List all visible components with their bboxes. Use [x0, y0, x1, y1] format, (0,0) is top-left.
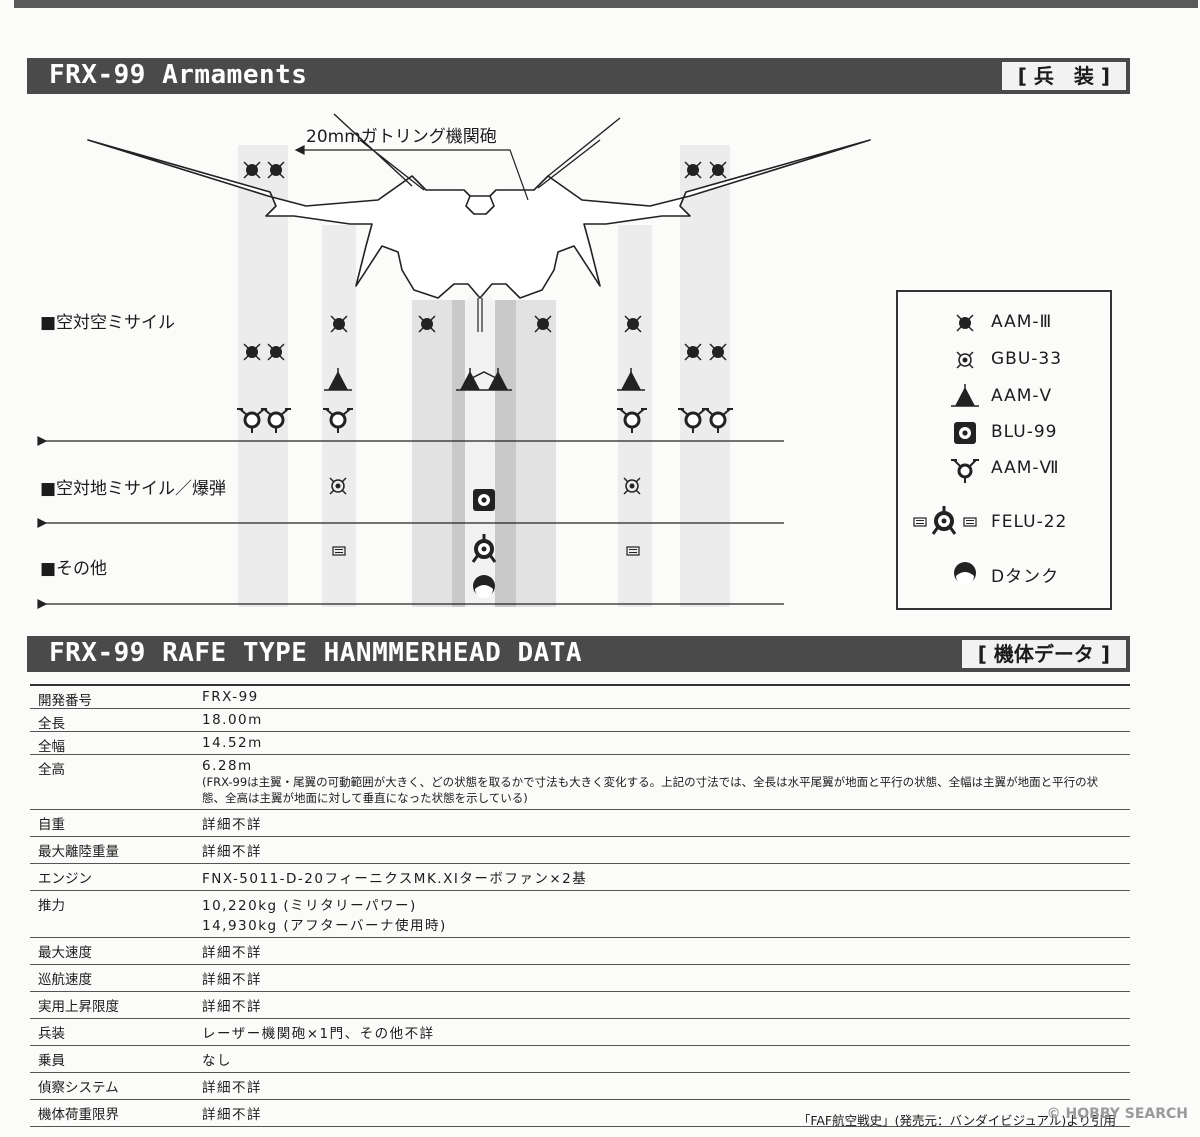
table-row: 最大離陸重量 詳細不詳 — [30, 837, 1130, 864]
table-row: 巡航速度 詳細不詳 — [30, 965, 1130, 992]
table-row: 開発番号 FRX-99 — [30, 686, 1130, 709]
hardpoint-columns — [238, 145, 730, 607]
row-value: レーザー機関砲×1門、その他不詳 — [202, 1026, 435, 1042]
category-air-to-ground: ■空対地ミサイル／爆弾 — [40, 479, 227, 499]
watermark: © HOBBY SEARCH — [1046, 1106, 1188, 1122]
table-row: 推力 10,220kg (ミリタリーパワー) 14,930kg (アフターバーナ使用… — [30, 891, 1130, 938]
top-rule — [14, 0, 1198, 8]
legend-label: BLU-99 — [991, 422, 1058, 442]
row-label: エンジン — [38, 871, 92, 887]
row-value: 18.00m — [202, 712, 263, 728]
row-label: 全長 — [38, 716, 65, 732]
row-label: 開発番号 — [38, 693, 92, 709]
row-label: 全高 — [38, 762, 65, 778]
armaments-header: FRX-99 Armaments [ 兵 装 ] — [27, 58, 1130, 94]
row-note: (FRX-99は主翼・尾翼の可動範囲が大きく、どの状態を取るかで寸法も大きく変化… — [202, 775, 1099, 805]
row-label: 兵装 — [38, 1026, 65, 1042]
row-value: 詳細不詳 — [202, 972, 262, 988]
row-label: 偵察システム — [38, 1080, 119, 1096]
row-value: FRX-99 — [202, 689, 259, 705]
legend-label: GBU-33 — [991, 349, 1063, 369]
legend-item: AAM-Ⅲ — [898, 308, 1110, 338]
gun-leader-line — [294, 145, 529, 201]
category-other: ■その他 — [40, 559, 108, 579]
aam5-icon — [951, 384, 979, 407]
legend-label: Dタンク — [991, 567, 1060, 587]
table-row: 実用上昇限度 詳細不詳 — [30, 992, 1130, 1019]
row-label: 最大離陸重量 — [38, 844, 119, 860]
row-label: 全幅 — [38, 739, 65, 755]
table-row: 兵装 レーザー機関砲×1門、その他不詳 — [30, 1019, 1130, 1046]
row-value-2: 14,930kg (アフターバーナ使用時) — [202, 918, 447, 934]
armaments-title: FRX-99 Armaments — [49, 60, 308, 90]
legend-label: AAM-Ⅶ — [991, 458, 1060, 478]
table-row: エンジン FNX-5011-D-20フィーニクスMK.XIターボファン×2基 — [30, 864, 1130, 891]
legend-label: AAM-Ⅴ — [991, 386, 1053, 406]
felu22-icon — [913, 506, 977, 535]
table-row: 自重 詳細不詳 — [30, 810, 1130, 837]
row-label: 巡航速度 — [38, 972, 92, 988]
row-value: 詳細不詳 — [202, 817, 262, 833]
gun-label: 20mmガトリング機関砲 — [306, 127, 497, 147]
row-value: FNX-5011-D-20フィーニクスMK.XIターボファン×2基 — [202, 871, 588, 887]
table-row: 偵察システム 詳細不詳 — [30, 1073, 1130, 1100]
legend-label: AAM-Ⅲ — [991, 312, 1053, 332]
row-value: 詳細不詳 — [202, 1107, 262, 1123]
row-value: 詳細不詳 — [202, 999, 262, 1015]
dtank-icon — [954, 562, 976, 585]
row-label: 実用上昇限度 — [38, 999, 119, 1015]
source-credit: 「FAF航空戦史」(発売元：バンダイビジュアル)より引用 — [797, 1113, 1116, 1128]
legend-item: AAM-Ⅴ — [898, 382, 1110, 412]
table-row: 機体荷重限界 詳細不詳 — [30, 1100, 1130, 1127]
blu99-icon — [954, 422, 976, 444]
gbu33-icon — [956, 351, 974, 369]
row-value: なし — [202, 1053, 232, 1069]
aam7-icon — [951, 459, 979, 483]
row-label: 機体荷重限界 — [38, 1107, 119, 1123]
aam3-icon — [956, 314, 974, 332]
ordnance-symbols — [235, 161, 735, 598]
armaments-figure — [37, 113, 871, 609]
row-value: 10,220kg (ミリタリーパワー) — [202, 898, 417, 914]
row-value: 詳細不詳 — [202, 844, 262, 860]
table-row: 最大速度 詳細不詳 — [30, 938, 1130, 965]
armaments-diagram: 20mmガトリング機関砲 ■空対空ミサイル ■空対地ミサイル／爆弾 ■その他 — [0, 100, 1200, 620]
legend-item: GBU-33 — [898, 345, 1110, 375]
legend-item: FELU-22 — [898, 504, 1110, 540]
table-row: 全高 6.28m(FRX-99は主翼・尾翼の可動範囲が大きく、どの状態を取るかで寸… — [30, 755, 1130, 810]
row-value: 6.28m — [202, 758, 253, 774]
spec-table: 開発番号 FRX-99 全長 18.00m 全幅 14.52m 全高 6.28m(FRX… — [30, 684, 1130, 1127]
row-value: 詳細不詳 — [202, 945, 262, 961]
row-value: 詳細不詳 — [202, 1080, 262, 1096]
table-row: 全幅 14.52m — [30, 732, 1130, 755]
row-value: 14.52m — [202, 735, 263, 751]
legend-label: FELU-22 — [991, 512, 1068, 532]
table-row: 乗員 なし — [30, 1046, 1130, 1073]
armaments-badge: [ 兵 装 ] — [1001, 62, 1126, 90]
data-header: FRX-99 RAFE TYPE HANMMERHEAD DATA [ 機体デー… — [27, 636, 1130, 672]
data-title: FRX-99 RAFE TYPE HANMMERHEAD DATA — [49, 638, 583, 668]
legend-item: AAM-Ⅶ — [898, 454, 1110, 484]
category-separators — [37, 436, 784, 609]
data-badge: [ 機体データ ] — [961, 640, 1126, 668]
row-label: 自重 — [38, 817, 65, 833]
row-label: 最大速度 — [38, 945, 92, 961]
table-row: 全長 18.00m — [30, 709, 1130, 732]
legend-item: Dタンク — [898, 558, 1110, 588]
armaments-legend: AAM-Ⅲ GBU-33 AAM-Ⅴ BLU-99 AAM-Ⅶ FELU-22 … — [896, 290, 1112, 610]
category-air-to-air: ■空対空ミサイル — [40, 313, 176, 333]
legend-item: BLU-99 — [898, 418, 1110, 448]
row-label: 乗員 — [38, 1053, 65, 1069]
row-label: 推力 — [38, 898, 65, 914]
